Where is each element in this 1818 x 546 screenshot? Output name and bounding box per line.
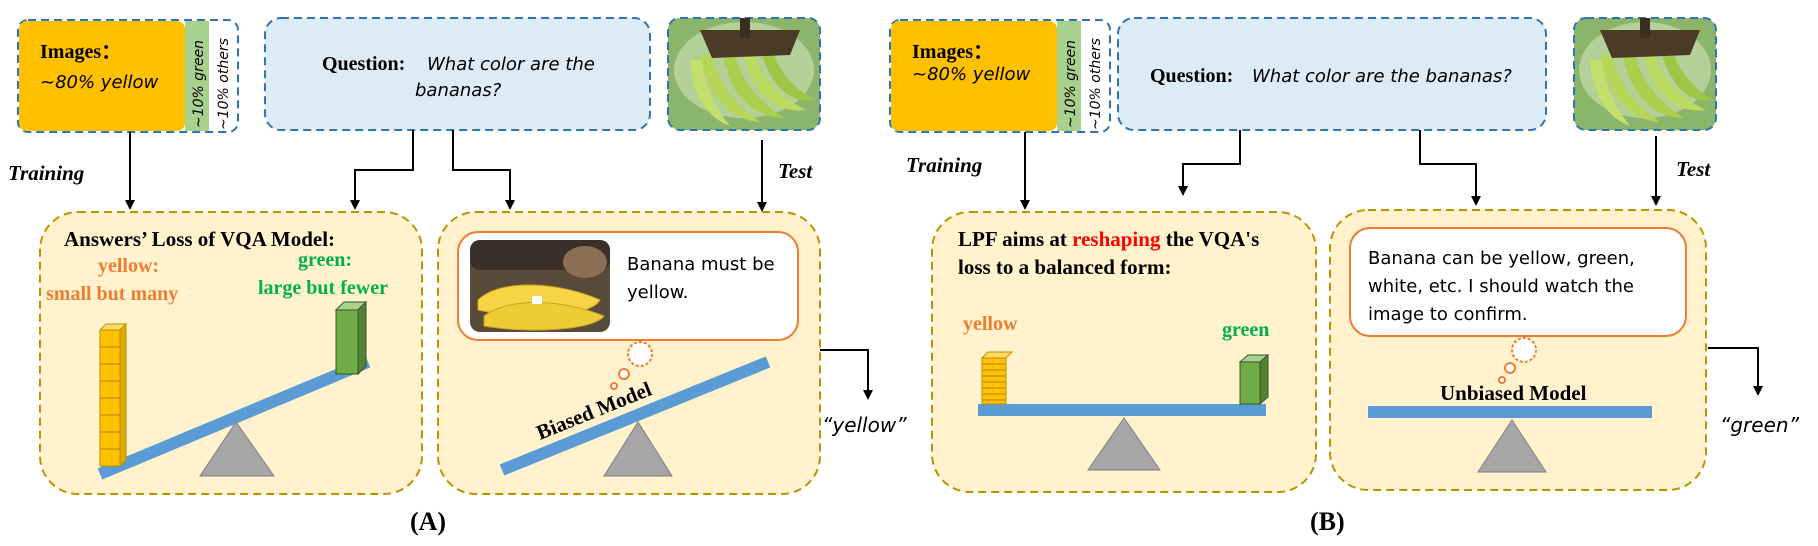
bubble-line3-b: image to confirm.	[1368, 304, 1528, 325]
caption-b: (B)	[1310, 507, 1345, 536]
training-label-a: Training	[8, 161, 84, 185]
caption-a: (A)	[410, 507, 446, 536]
lpf-suffix: the VQA's	[1160, 227, 1259, 251]
yellow-stack-a	[98, 322, 128, 468]
test-banana-image-b	[1573, 17, 1717, 131]
lpf-title-line1: LPF aims at reshaping the VQA's	[958, 227, 1259, 251]
loss-title: Answers’ Loss of VQA Model:	[64, 227, 335, 251]
arrows-b	[1020, 130, 1763, 396]
model-panel-b: Banana can be yellow, green, white, etc.…	[1329, 209, 1707, 491]
green-label-a: green:	[298, 249, 352, 271]
test-label-b: Test	[1676, 157, 1711, 181]
lpf-prefix: LPF aims at	[958, 227, 1072, 251]
fulcrum-b2	[1477, 419, 1547, 473]
question-text-b: What color are the bananas?	[1252, 66, 1512, 87]
images-green-pct-b: ~10% green	[1063, 40, 1079, 128]
question-text-line1: What color are the	[427, 54, 595, 75]
thought-dots-a	[610, 341, 653, 390]
answer-b: “green”	[1720, 413, 1800, 437]
images-yellow-pct-b: ~80% yellow	[912, 64, 1031, 85]
green-label-b: green	[1222, 319, 1269, 341]
seesaw-beam-a	[97, 356, 371, 480]
lpf-title-line2: loss to a balanced form:	[958, 255, 1172, 279]
green-images-block-b	[1057, 21, 1081, 131]
images-yellow-pct: ~80% yellow	[40, 72, 159, 93]
loss-panel-a: Answers’ Loss of VQA Model: yellow: smal…	[39, 211, 423, 495]
yellow-label-a: yellow:	[98, 255, 159, 277]
question-label-b: Question:	[1150, 65, 1233, 87]
model-panel-a: Banana must be yellow. Biased Model	[437, 211, 821, 495]
yellow-desc-a: small but many	[46, 283, 178, 305]
thought-dots-b	[1498, 337, 1537, 384]
answer-a: “yellow”	[822, 413, 907, 437]
images-box-b: Images： ~80% yellow ~10% green ~10% othe…	[889, 19, 1111, 133]
bubble-line1-a: Banana must be	[627, 254, 775, 275]
lpf-panel-b: LPF aims at reshaping the VQA's loss to …	[931, 211, 1317, 493]
yellow-images-block	[19, 21, 185, 131]
images-box-a: Images： ~80% yellow ~10% green ~10% othe…	[17, 19, 239, 133]
lpf-highlight: reshaping	[1072, 227, 1161, 251]
seesaw-beam-a2	[499, 356, 771, 476]
panel-a: Images： ~80% yellow ~10% green ~10% othe…	[8, 17, 907, 536]
unbiased-model-label: Unbiased Model	[1440, 381, 1587, 405]
test-label-a: Test	[778, 159, 813, 183]
question-box-b: Question: What color are the bananas?	[1117, 17, 1547, 131]
arrows-a	[125, 130, 873, 400]
images-others-pct-b: ~10% others	[1088, 38, 1104, 130]
images-title: Images：	[40, 41, 121, 63]
yellow-images-block-b	[891, 21, 1057, 131]
green-images-block	[185, 21, 209, 131]
yellow-stack-b	[980, 351, 1014, 405]
images-green-pct: ~10% green	[191, 40, 207, 128]
fulcrum-a	[199, 421, 275, 477]
question-label: Question:	[322, 53, 405, 75]
bubble-line2-b: white, etc. I should watch the	[1368, 276, 1634, 297]
green-block-a	[334, 300, 368, 376]
images-others-pct: ~10% others	[216, 38, 232, 130]
green-block-b	[1238, 353, 1270, 406]
question-text-line2: bananas?	[415, 80, 502, 101]
yellow-label-b: yellow	[963, 313, 1018, 335]
training-label-b: Training	[906, 153, 982, 177]
green-desc-a: large but fewer	[258, 277, 388, 299]
banana-photo-icon	[470, 240, 610, 332]
bubble-line1-b: Banana can be yellow, green,	[1368, 248, 1635, 269]
fulcrum-b	[1087, 417, 1161, 471]
panel-b: Images： ~80% yellow ~10% green ~10% othe…	[889, 17, 1800, 536]
test-banana-image-a	[667, 17, 821, 131]
speech-bubble-b	[1349, 227, 1687, 337]
images-title-b: Images：	[912, 41, 993, 63]
bubble-line2-a: yellow.	[627, 282, 689, 303]
fulcrum-a2	[603, 421, 673, 477]
question-box-a: Question: What color are the bananas?	[264, 17, 651, 131]
